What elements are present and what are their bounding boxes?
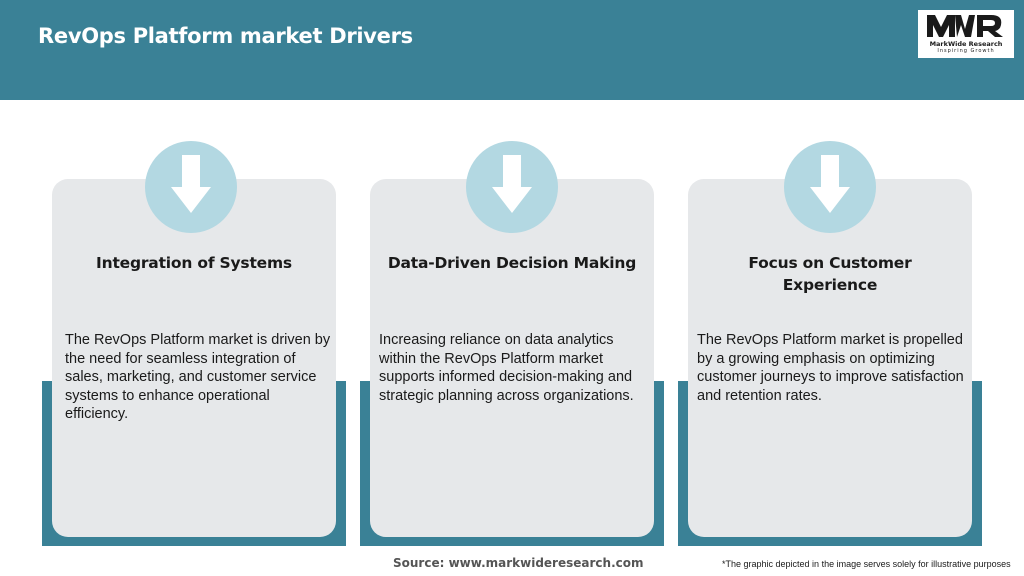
card-icon-circle [145,141,237,233]
page-title: RevOps Platform market Drivers [38,24,413,48]
logo-name: MarkWide Research [929,40,1003,48]
card-title: Integration of Systems [96,254,292,272]
logo-mark-icon [927,15,1003,37]
source-credit: Source: www.markwideresearch.com [393,556,644,570]
header-banner: RevOps Platform market Drivers MarkWide … [0,0,1024,100]
company-logo: MarkWide Research Inspiring Growth [918,10,1014,58]
card-icon-circle [784,141,876,233]
driver-card-3 [688,179,972,537]
driver-card-2 [370,179,654,537]
driver-card-1 [52,179,336,537]
card-description: Increasing reliance on data analytics wi… [379,332,634,404]
down-arrow-icon [810,155,850,213]
disclaimer-note: *The graphic depicted in the image serve… [722,559,1011,569]
down-arrow-icon [492,155,532,213]
logo-tagline: Inspiring Growth [937,48,995,54]
card-description: The RevOps Platform market is driven by … [65,332,331,423]
card-icon-circle [466,141,558,233]
down-arrow-icon [171,155,211,213]
card-title: Focus on Customer Experience [748,254,912,294]
card-title: Data-Driven Decision Making [387,254,637,272]
card-description: The RevOps Platform market is propelled … [697,332,964,404]
